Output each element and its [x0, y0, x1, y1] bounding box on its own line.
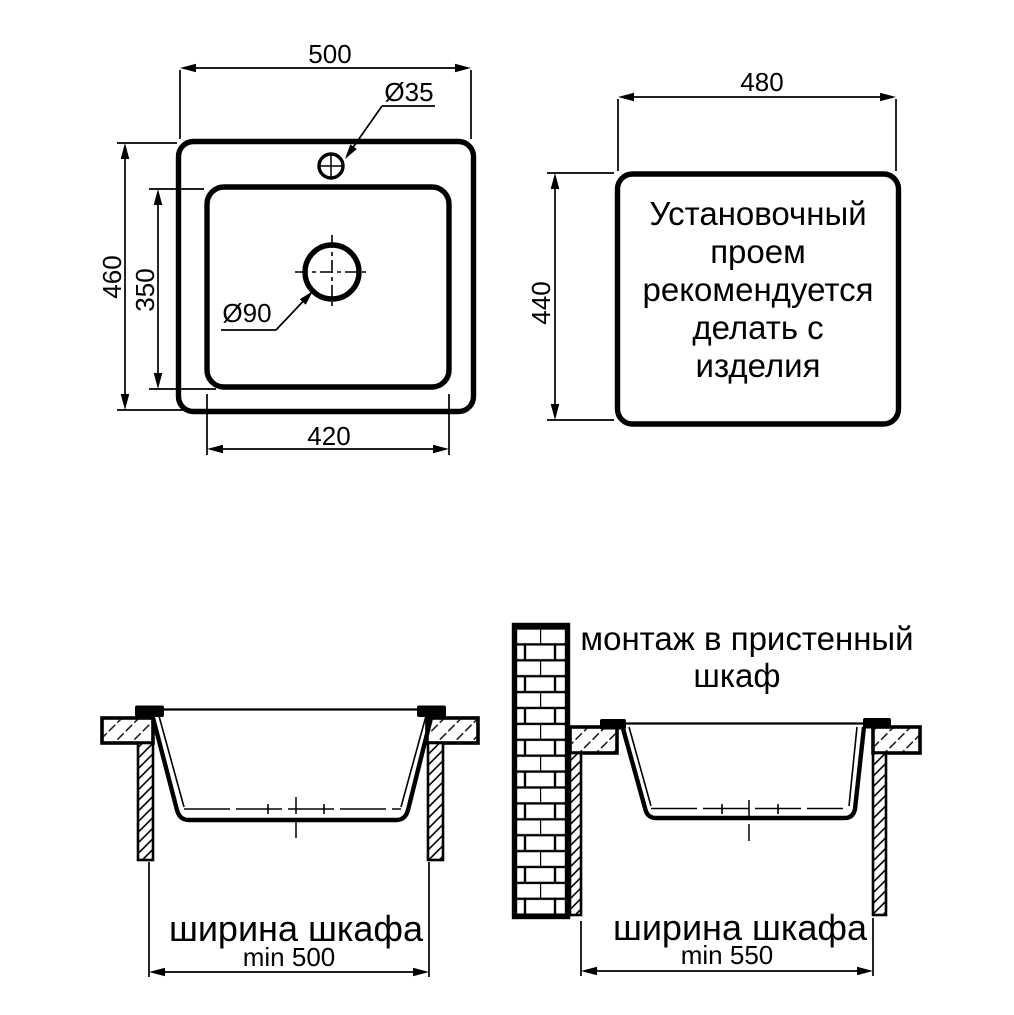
overall-depth-dimension: 460: [97, 142, 192, 411]
installation-note-line-1: Установочный: [649, 195, 866, 232]
faucet-hole-label: Ø35: [384, 77, 433, 107]
countertop-right: [425, 716, 480, 745]
sink-section: [135, 705, 446, 838]
cabinet-side-right: [426, 741, 445, 862]
wall-sink-rim-lip-left: [600, 719, 626, 730]
opening-width-label: 480: [740, 67, 783, 97]
wall-cabinet-side-left: [568, 751, 583, 917]
wall-countertop-left: [568, 725, 619, 755]
cabinet-width-dimension: ширина шкафа min 500: [148, 862, 430, 977]
installation-note-line-3: рекомендуется: [643, 271, 874, 308]
cabinet-width-caption: ширина шкафа: [169, 908, 424, 949]
wall-mount-title-line-2: шкаф: [693, 657, 780, 694]
faucet-hole: [317, 152, 345, 180]
wall-countertop-right: [871, 725, 922, 755]
sink-rim-lip-right: [417, 705, 446, 717]
faucet-hole-callout: Ø35: [345, 77, 435, 159]
bowl-width-dimension: 420: [206, 394, 450, 455]
opening-width-dimension: 480: [617, 67, 897, 171]
countertop-left: [100, 716, 155, 745]
overall-depth-label: 460: [97, 255, 127, 298]
drain-hole-callout: Ø90: [221, 291, 313, 331]
wall-cabinet-width-caption: ширина шкафа: [613, 907, 868, 948]
wall-cabinet-min-width-label: min 550: [681, 940, 774, 970]
cabinet-min-width-label: min 500: [243, 942, 336, 972]
wall-bowl-section-outline: [619, 724, 867, 821]
wall-mount-title-line-1: монтаж в пристенный: [580, 620, 913, 657]
opening-height-label: 440: [526, 281, 556, 324]
bowl-width-label: 420: [307, 421, 350, 451]
sink-rim-lip-left: [135, 705, 164, 717]
install-opening-view: 480 440 Установочный проем рекомендуется…: [526, 67, 902, 427]
installation-note-line-2: проем: [710, 233, 806, 270]
overall-width-dimension: 500: [179, 39, 472, 139]
drain-hole: [295, 235, 369, 309]
brick-wall: [511, 622, 571, 920]
wall-sink-section: [600, 718, 891, 841]
bowl-depth-dimension: 350: [130, 188, 216, 390]
wall-cabinet-side-right: [871, 751, 888, 917]
wall-cabinet-width-dimension: ширина шкафа min 550: [580, 907, 874, 976]
install-opening-outline: [614, 171, 902, 427]
wall-cabinet-section-view: монтаж в пристенный шкаф: [511, 620, 922, 976]
drain-hole-label: Ø90: [222, 298, 271, 328]
installation-note-line-5: изделия: [696, 347, 821, 384]
overall-width-label: 500: [308, 39, 351, 69]
cabinet-side-left: [136, 741, 155, 862]
bowl-section-outline: [149, 713, 435, 823]
opening-height-dimension: 440: [526, 172, 614, 421]
cabinet-section-view: ширина шкафа min 500: [100, 705, 480, 977]
sink-top-view: 500 460 350 420: [97, 39, 477, 455]
wall-sink-rim-lip-right: [863, 718, 891, 729]
installation-note-line-4: делать с: [692, 309, 823, 346]
bowl-depth-label: 350: [130, 268, 160, 311]
installation-note: Установочный проем рекомендуется делать …: [643, 195, 874, 384]
